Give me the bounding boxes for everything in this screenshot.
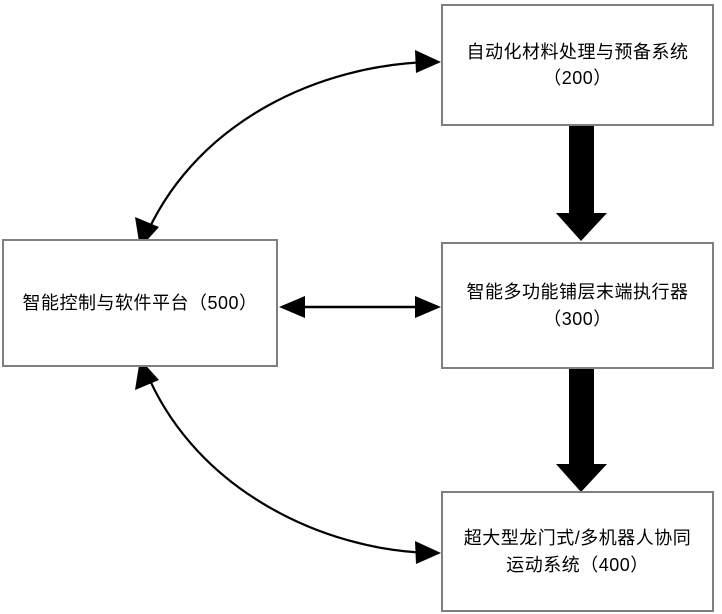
node-label-400: 超大型龙门式/多机器人协同 运动系统（400） xyxy=(463,528,692,575)
thick-arrow-300-to-400 xyxy=(556,367,607,492)
thick-arrow-200-to-300 xyxy=(556,123,607,241)
curved-arrow-500-to-400 xyxy=(135,359,441,564)
node-label-200: 自动化材料处理与预备系统 （200） xyxy=(466,41,689,88)
node-label-500: 智能控制与软件平台（500） xyxy=(22,292,258,313)
node-box-ultra-large-gantry-multi-robot-motion-system[interactable]: 超大型龙门式/多机器人协同 运动系统（400） xyxy=(441,491,714,612)
node-box-intelligent-control-software-platform[interactable]: 智能控制与软件平台（500） xyxy=(2,239,278,367)
node-label-300: 智能多功能铺层末端执行器 （300） xyxy=(466,282,689,329)
double-arrow-500-to-300 xyxy=(279,296,441,318)
node-box-intelligent-multifunction-layup-end-effector[interactable]: 智能多功能铺层末端执行器 （300） xyxy=(441,242,714,369)
curved-arrow-500-to-200 xyxy=(135,50,441,248)
node-box-automated-material-handling-system[interactable]: 自动化材料处理与预备系统 （200） xyxy=(441,4,714,126)
